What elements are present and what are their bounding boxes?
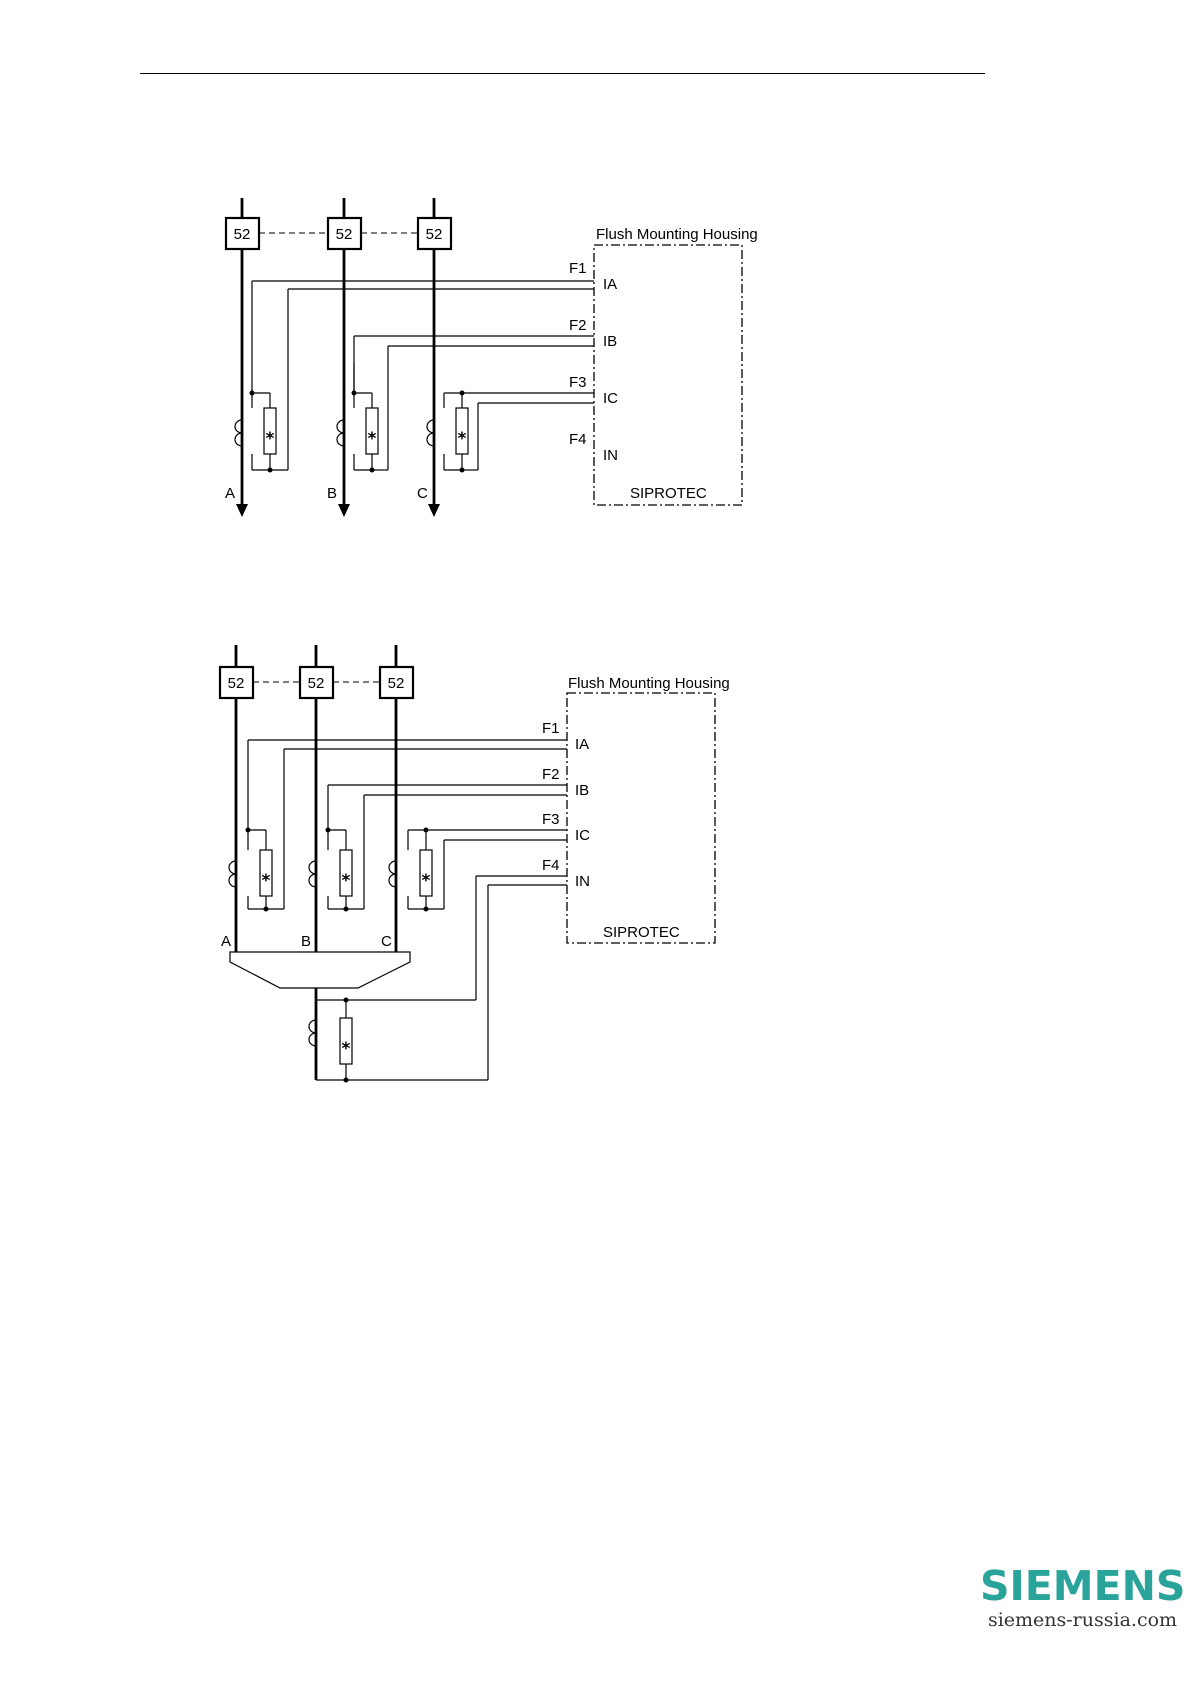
device-name: SIPROTEC bbox=[630, 485, 707, 502]
terminal-label: F1 bbox=[542, 720, 560, 737]
ct-burden-mark: * bbox=[368, 429, 377, 449]
ct-burden-mark: * bbox=[342, 871, 351, 891]
input-label: IC bbox=[575, 827, 590, 844]
ct-burden-mark: * bbox=[422, 871, 431, 891]
ct-phase-a bbox=[229, 740, 567, 909]
phase-label: A bbox=[225, 485, 235, 502]
housing-title: Flush Mounting Housing bbox=[596, 226, 758, 243]
housing-outline bbox=[567, 693, 715, 943]
input-label: IC bbox=[603, 390, 618, 407]
terminal-label: F4 bbox=[542, 857, 560, 874]
summation-core bbox=[230, 952, 410, 988]
ct-burden-mark: * bbox=[262, 871, 271, 891]
input-label: IB bbox=[575, 782, 589, 799]
housing-title: Flush Mounting Housing bbox=[568, 675, 730, 692]
input-label: IA bbox=[575, 736, 589, 753]
ct-burden-mark: * bbox=[458, 429, 467, 449]
input-label: IN bbox=[603, 447, 618, 464]
terminal-label: F2 bbox=[542, 766, 560, 783]
input-label: IA bbox=[603, 276, 617, 293]
breaker-label: 52 bbox=[228, 675, 245, 692]
breaker-label: 52 bbox=[308, 675, 325, 692]
arrow-a bbox=[236, 504, 248, 517]
ct-burden-mark: * bbox=[342, 1039, 351, 1059]
input-label: IB bbox=[603, 333, 617, 350]
terminal-label: F1 bbox=[569, 260, 587, 277]
ct-phase-c bbox=[389, 830, 567, 909]
brand-name: SIEMENS bbox=[980, 1564, 1185, 1608]
brand-url: siemens-russia.com bbox=[980, 1608, 1185, 1632]
ct-phase-a bbox=[235, 281, 594, 470]
siemens-logo: SIEMENS siemens-russia.com bbox=[980, 1564, 1185, 1632]
arrow-c bbox=[428, 504, 440, 517]
breaker-label: 52 bbox=[336, 226, 353, 243]
arrow-b bbox=[338, 504, 350, 517]
input-label: IN bbox=[575, 873, 590, 890]
phase-label: A bbox=[221, 933, 231, 950]
phase-label: B bbox=[327, 485, 337, 502]
diagram-1: 52 52 52 bbox=[225, 198, 758, 517]
terminal-label: F4 bbox=[569, 431, 587, 448]
phase-label: B bbox=[301, 933, 311, 950]
phase-label: C bbox=[381, 933, 392, 950]
phase-label: C bbox=[417, 485, 428, 502]
terminal-label: F3 bbox=[542, 811, 560, 828]
device-name: SIPROTEC bbox=[603, 924, 680, 941]
breaker-label: 52 bbox=[388, 675, 405, 692]
terminal-label: F2 bbox=[569, 317, 587, 334]
terminal-label: F3 bbox=[569, 374, 587, 391]
diagram-2: 52 52 52 bbox=[220, 645, 730, 1083]
breaker-label: 52 bbox=[234, 226, 251, 243]
breaker-label: 52 bbox=[426, 226, 443, 243]
ct-burden-mark: * bbox=[266, 429, 275, 449]
